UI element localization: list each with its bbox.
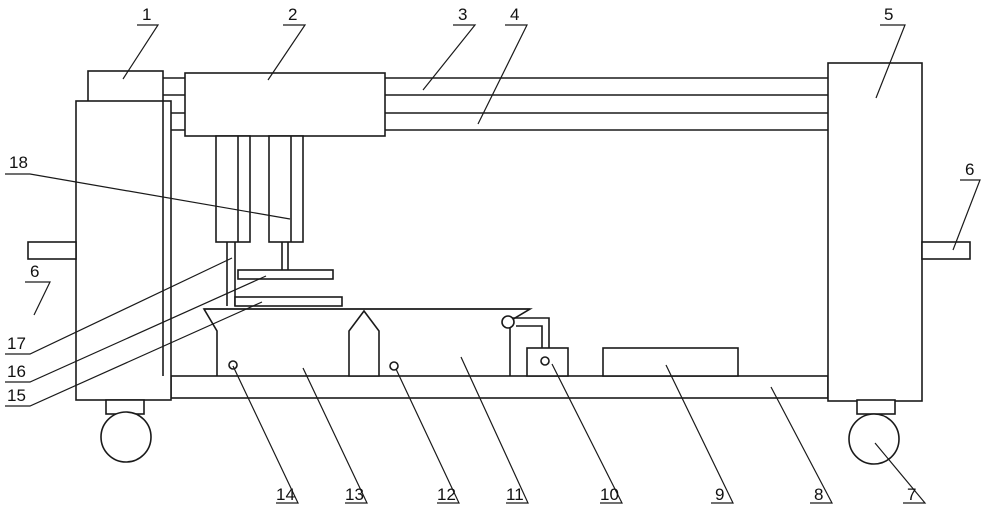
label-13: 13 [345,485,364,504]
part-9-box [602,347,739,377]
part-18-cylinder-right [268,135,304,243]
label-3: 3 [458,5,467,24]
label-4: 4 [510,5,519,24]
part-13-divider [348,309,380,377]
label-2: 2 [288,5,297,24]
piston-rod [281,242,289,270]
label-12: 12 [437,485,456,504]
pipe [505,317,550,348]
part-18-cylinder-left [215,135,251,243]
part-6-left-handle [27,241,77,260]
label-15: 15 [7,386,26,405]
part-12-pin [389,361,399,371]
nozzle [501,315,515,329]
label-7: 7 [907,485,916,504]
label-1: 1 [142,5,151,24]
label-8: 8 [814,485,823,504]
part-17-rod [226,242,236,306]
label-9: 9 [715,485,724,504]
part-7-wheel [848,399,900,465]
label-5: 5 [884,5,893,24]
label-10: 10 [600,485,619,504]
part-10-pump-port [540,356,550,366]
label-11: 11 [506,485,524,504]
label-6-right: 6 [965,160,974,179]
part-6-right-handle [921,241,971,260]
part-2-carriage [184,72,386,137]
part-1-motor [87,70,164,105]
left-wheel [100,399,152,463]
label-17: 17 [7,334,26,353]
part-5-right-column [827,62,923,402]
part-labels: 1 2 3 4 5 18 6 6 17 16 15 14 13 12 11 10… [7,5,974,504]
label-18: 18 [9,153,28,172]
label-14: 14 [276,485,295,504]
leader-lines [5,24,981,504]
part-8-base [170,375,829,399]
part-11-hopper [202,308,533,376]
label-6-left: 6 [30,262,39,281]
part-16-press-plate [237,269,334,280]
part-15-bottom-plate [234,296,343,307]
label-16: 16 [7,362,26,381]
part-14-pin [228,360,238,370]
